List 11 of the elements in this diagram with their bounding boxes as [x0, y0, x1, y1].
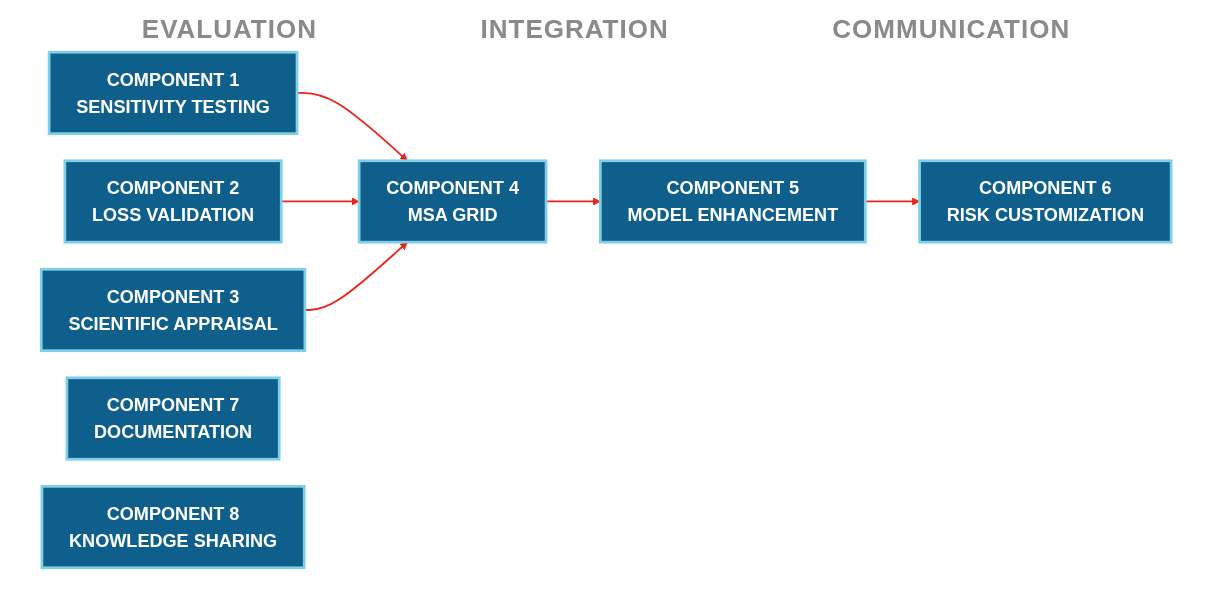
column-heading: EVALUATION [141, 14, 317, 36]
column-heading: INTEGRATION [480, 14, 669, 36]
node-box: COMPONENT 2 LOSS VALIDATION [63, 159, 283, 244]
node-box: COMPONENT 6 RISK CUSTOMIZATION [918, 159, 1173, 244]
node-box: COMPONENT 4 MSA GRID [357, 159, 548, 244]
node-box: COMPONENT 1 SENSITIVITY TESTING [47, 50, 299, 135]
node-box: COMPONENT 5 MODEL ENHANCEMENT [598, 159, 867, 244]
node-box: COMPONENT 8 KNOWLEDGE SHARING [40, 485, 306, 570]
column-heading: COMMUNICATION [832, 14, 1071, 36]
node-box: COMPONENT 7 DOCUMENTATION [65, 376, 281, 461]
node-box: COMPONENT 3 SCIENTIFIC APPRAISAL [39, 267, 307, 353]
